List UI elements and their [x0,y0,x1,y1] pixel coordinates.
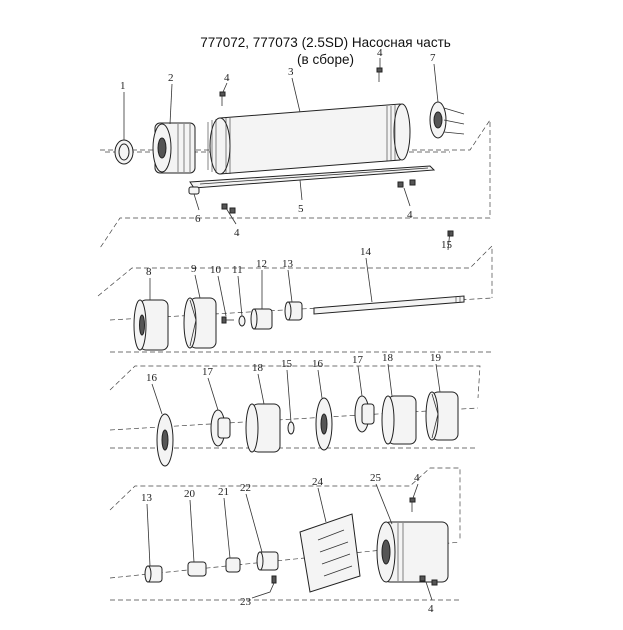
callout-12: 12 [256,258,267,270]
callout-18-left: 18 [252,362,264,374]
part-17-impeller-right [354,395,375,433]
callout-5: 5 [298,203,304,215]
callout-13: 13 [282,258,294,270]
callout-9: 9 [191,263,197,275]
callout-11: 11 [232,264,243,276]
callout-22: 22 [240,482,251,494]
callout-3: 3 [288,66,294,78]
screw-bottom-left-icon [221,203,236,214]
row-1-casing [99,67,491,249]
callout-18-right: 18 [382,352,394,364]
callout-23: 23 [240,596,252,608]
screw-row4-bottom-icon [419,575,438,586]
part-19-stage-end [425,391,459,441]
row-4-intake [109,467,461,601]
part-8-chamber [133,299,169,351]
callout-4d: 4 [407,209,413,221]
callout-14: 14 [360,246,372,258]
part-18-chamber-right [381,395,417,445]
part-15-washer-mid [287,421,295,435]
callout-25: 25 [370,472,382,484]
callout-15-mid: 15 [281,358,293,370]
callout-17-left: 17 [202,366,214,378]
part-24-intake-screen [299,513,361,593]
part-21-sleeve [225,557,241,573]
callout-4a: 4 [224,72,230,84]
row-2-shaft [97,230,493,353]
callout-10: 10 [210,264,222,276]
title-line-2: (в сборе) [297,52,354,67]
callout-4f: 4 [428,603,434,615]
part-2-flange [152,122,196,174]
part-17-impeller-left [210,409,231,447]
screw-top-right-icon [376,67,383,82]
part-16-diffuser-left [156,413,174,467]
part-18-chamber-left [245,403,281,453]
callout-labels: 1 2 3 4 4 5 6 4 4 7 8 9 10 11 12 13 14 1… [120,47,453,615]
part-7-end-cap [429,101,465,139]
callout-19: 19 [430,352,442,364]
callout-15: 15 [441,239,453,251]
callout-4e: 4 [414,472,420,484]
callout-4c: 4 [234,227,240,239]
screw-bottom-right-icon [397,179,416,188]
part-13-coupling [284,301,303,321]
callout-6: 6 [195,213,201,225]
callout-8: 8 [146,266,152,278]
part-9-impeller [183,297,217,349]
part-15-pin [447,230,454,237]
part-14-shaft [313,295,465,315]
part-12-bushing [250,308,273,330]
callout-20: 20 [184,488,196,500]
part-5-cable-guard [189,165,436,189]
part-16-diffuser-right [315,397,333,451]
callout-2: 2 [168,72,174,84]
part-20-bushing [187,561,207,577]
part-3-sleeve [207,103,411,175]
callout-13-bottom: 13 [141,492,153,504]
part-6-plug [188,186,200,195]
part-10-screw [221,316,234,324]
part-11-washer [238,315,246,327]
callout-16-right: 16 [312,358,324,370]
callout-17-right: 17 [352,354,364,366]
part-22-bearing [256,551,279,571]
part-23-key [271,575,277,584]
callout-24: 24 [312,476,324,488]
screw-top-left-icon [219,91,226,106]
callout-21: 21 [218,486,229,498]
callout-16-left: 16 [146,372,158,384]
screw-row4-top-icon [409,497,416,512]
callout-7: 7 [430,52,436,64]
part-1-ring [114,139,134,165]
part-25-motor-adapter [376,521,449,583]
title-line-1: 777072, 777073 (2.5SD) Насосная часть [200,35,451,50]
row-3-stages [109,365,481,467]
diagram-title: 777072, 777073 (2.5SD) Насосная часть (в… [0,34,623,68]
part-13-coupling-bottom [144,565,163,583]
callout-4b: 4 [377,47,383,59]
leader-lines [123,58,451,601]
callout-1: 1 [120,80,126,92]
